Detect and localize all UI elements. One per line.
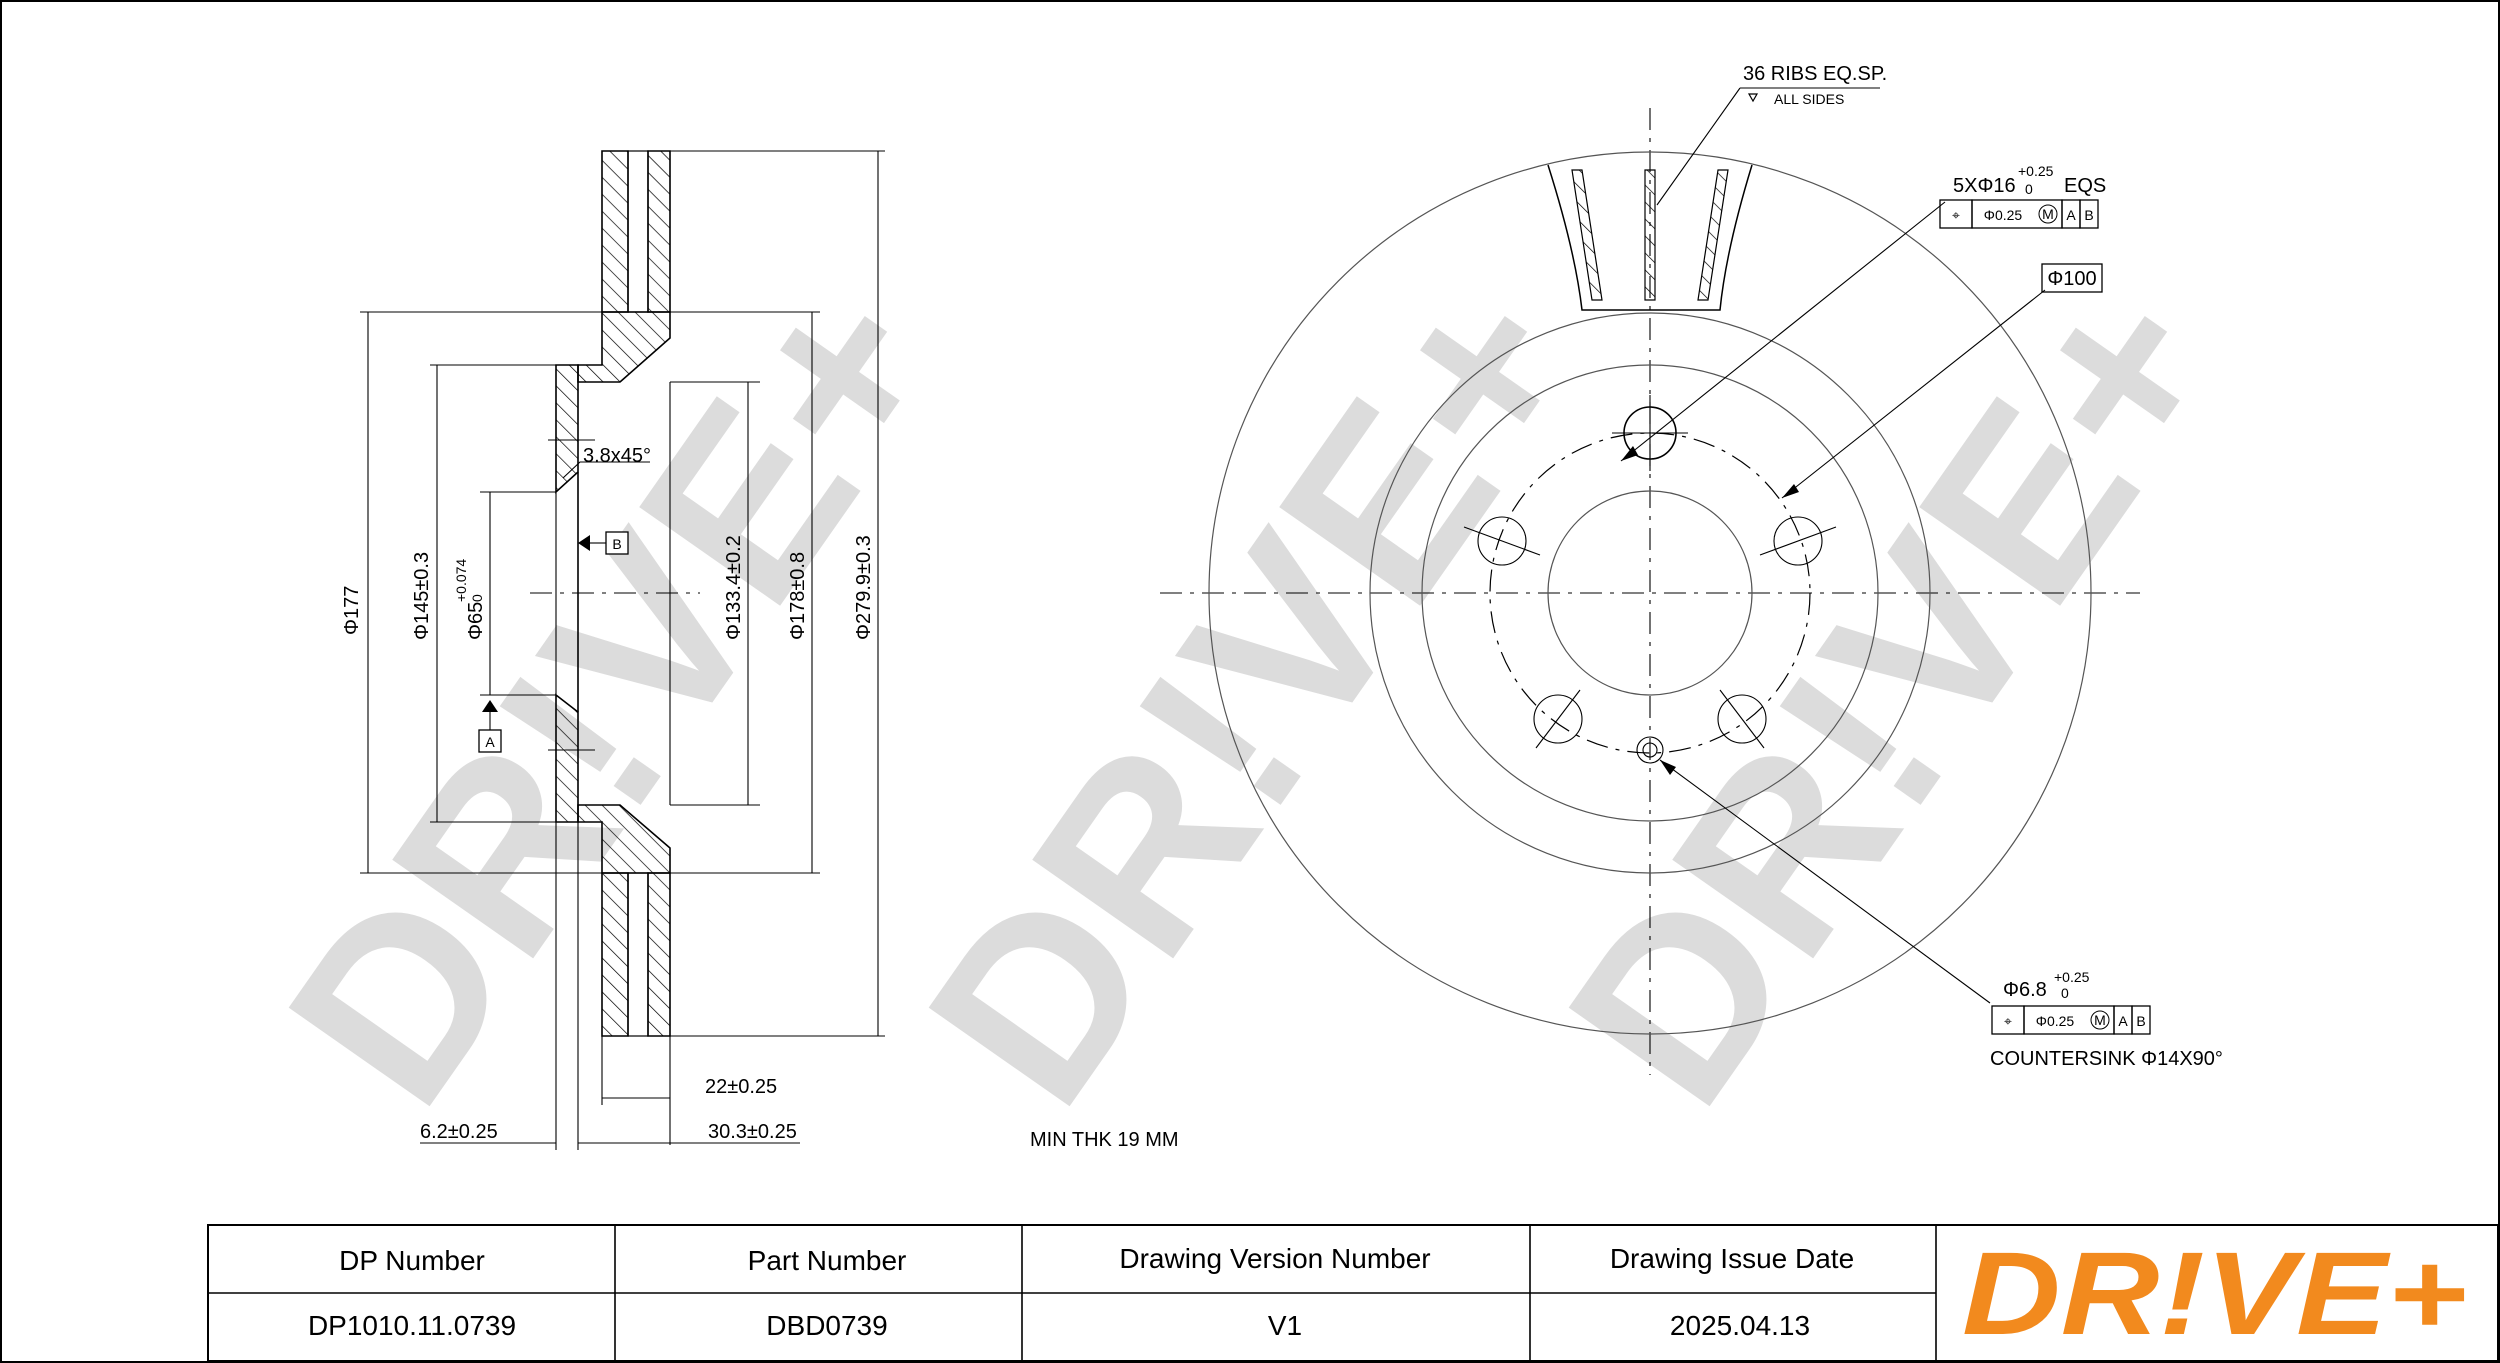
locating-hole-outer <box>1636 736 1664 764</box>
dim-178: Φ178±0.8 <box>787 552 809 640</box>
small-hole-fcf-mmc-icon <box>2090 1010 2110 1030</box>
bolt-hole-br-cross <box>1719 689 1765 749</box>
small-hole-fcf-position-icon: ⌖ <box>2004 1013 2012 1029</box>
holes-fcf-datum-a: A <box>2066 207 2076 223</box>
holes-fcf-tol: Φ0.25 <box>1984 207 2023 223</box>
holes-label: 5XΦ16 <box>1953 175 2016 197</box>
small-hole-label: Φ6.8 <box>2003 979 2047 1001</box>
bottom-outer-cheek <box>601 872 629 1037</box>
dim-133: Φ133.4±0.2 <box>723 535 745 640</box>
holes-fcf-mmc: M <box>2042 206 2054 222</box>
small-hole-fcf: ⌖ Φ0.25 M A B <box>1991 1005 2151 1035</box>
holes-eqs: EQS <box>2064 175 2106 197</box>
header-issue-date: Drawing Issue Date <box>1610 1243 1854 1274</box>
rib-1 <box>1571 169 1603 301</box>
dim-145: Φ145±0.3 <box>411 552 433 640</box>
bolt-hole-bl-cross <box>1535 689 1581 749</box>
header-dp-number: DP Number <box>339 1245 485 1276</box>
all-sides-label: ALL SIDES <box>1774 91 1844 107</box>
value-issue-date: 2025.04.13 <box>1670 1310 1810 1341</box>
front-view: 36 RIBS EQ.SP. ALL SIDES 5XΦ16 +0.25 0 E… <box>1160 63 2223 1075</box>
bottom-hub-flange <box>555 693 579 823</box>
bolt-hole-bottom-right <box>1717 694 1767 744</box>
chamfer-leader <box>562 461 650 479</box>
datum-b-triangle <box>578 535 590 551</box>
bolt-holes <box>1463 395 1837 749</box>
holes-fcf-mmc-icon <box>2038 204 2058 224</box>
top-outer-cheek <box>601 150 629 313</box>
title-block: DP Number Part Number Drawing Version Nu… <box>207 1224 2499 1362</box>
watermark-center: DR!VE+ <box>875 234 1633 1151</box>
pcd-label: Φ100 <box>2047 268 2096 290</box>
datum-a-triangle <box>482 700 498 712</box>
top-hat-wall <box>577 311 671 383</box>
datum-a-label: A <box>485 734 495 750</box>
dim-279: Φ279.9±0.3 <box>853 535 875 640</box>
section-view: Φ177 Φ145±0.3 Φ65 +0.074 0 Φ133.4±0.2 Φ1… <box>341 150 885 1150</box>
holes-leader <box>1620 201 1946 462</box>
small-hole-tol-upper: +0.25 <box>2054 969 2090 985</box>
min-thickness-note: MIN THK 19 MM <box>1030 1129 1179 1151</box>
ribs-leader <box>1656 87 1741 206</box>
dim-22: 22±0.25 <box>705 1076 777 1098</box>
datum-b-box <box>605 531 629 555</box>
bolt-hole-right <box>1773 516 1823 566</box>
rib-2 <box>1644 169 1656 301</box>
hat-outer-circle <box>1421 364 1879 822</box>
top-vent-channel <box>627 150 649 313</box>
dim-303: 30.3±0.25 <box>708 1121 797 1143</box>
holes-tol-lower: 0 <box>2025 181 2033 197</box>
small-hole-arrow <box>1660 760 1676 775</box>
bolt-hole-left <box>1477 516 1527 566</box>
header-part-number: Part Number <box>748 1245 907 1276</box>
pcd-circle <box>1489 432 1811 754</box>
friction-inner-circle <box>1369 312 1931 874</box>
value-dp-number: DP1010.11.0739 <box>308 1310 516 1341</box>
center-bore-circle <box>1547 490 1753 696</box>
top-inner-cheek <box>647 150 671 313</box>
small-hole-tol-lower: 0 <box>2061 985 2069 1001</box>
bottom-hat-wall <box>577 804 671 874</box>
dim-65: Φ65 <box>465 602 487 640</box>
holes-tol-upper: +0.25 <box>2018 163 2054 179</box>
rib-cutaway-outline <box>1547 164 1753 311</box>
dim-62: 6.2±0.25 <box>420 1121 498 1143</box>
datum-b-label: B <box>612 536 621 552</box>
dim-177: Φ177 <box>341 586 363 635</box>
bottom-inner-cheek <box>647 872 671 1037</box>
value-part-number: DBD0739 <box>766 1310 887 1341</box>
rotor-outer-circle <box>1208 151 2092 1035</box>
small-hole-fcf-mmc: M <box>2094 1012 2106 1028</box>
all-sides-symbol <box>1747 93 1759 103</box>
datum-a-box <box>478 729 502 753</box>
ribs-label: 36 RIBS EQ.SP. <box>1743 63 1887 85</box>
chamfer-label: 3.8x45° <box>583 445 651 467</box>
small-hole-fcf-datum-b: B <box>2136 1013 2145 1029</box>
pcd-box <box>2041 263 2103 293</box>
bolt-hole-left-cross <box>1463 526 1541 556</box>
small-hole-fcf-datum-a: A <box>2118 1013 2128 1029</box>
locating-hole-inner <box>1642 742 1658 758</box>
value-drawing-version: V1 <box>1268 1310 1302 1341</box>
watermark-group: DR!VE+ DR!VE+ DR!VE+ <box>235 234 2273 1151</box>
top-hub-flange <box>555 364 579 494</box>
small-hole-leader <box>1659 759 1991 1004</box>
small-hole-fcf-tol: Φ0.25 <box>2036 1013 2075 1029</box>
bolt-hole-bottom-left <box>1533 694 1583 744</box>
countersink-label: COUNTERSINK Φ14X90° <box>1990 1048 2223 1070</box>
pcd-arrow <box>1782 484 1799 498</box>
dim-65-tol-upper: +0.074 <box>453 559 469 602</box>
holes-fcf: ⌖ Φ0.25 M A B <box>1939 199 2099 229</box>
dim-65-tol-lower: 0 <box>469 594 485 602</box>
watermark-right: DR!VE+ <box>1515 234 2273 1151</box>
bolt-hole-right-cross <box>1759 526 1837 556</box>
holes-arrow <box>1621 446 1638 461</box>
pcd-leader <box>1781 289 2046 499</box>
holes-fcf-position-icon: ⌖ <box>1952 207 1960 223</box>
brand-logo: DR!VE+ <box>1962 1228 2467 1360</box>
header-drawing-version: Drawing Version Number <box>1119 1243 1430 1274</box>
holes-fcf-datum-b: B <box>2084 207 2093 223</box>
rib-3 <box>1697 169 1729 301</box>
